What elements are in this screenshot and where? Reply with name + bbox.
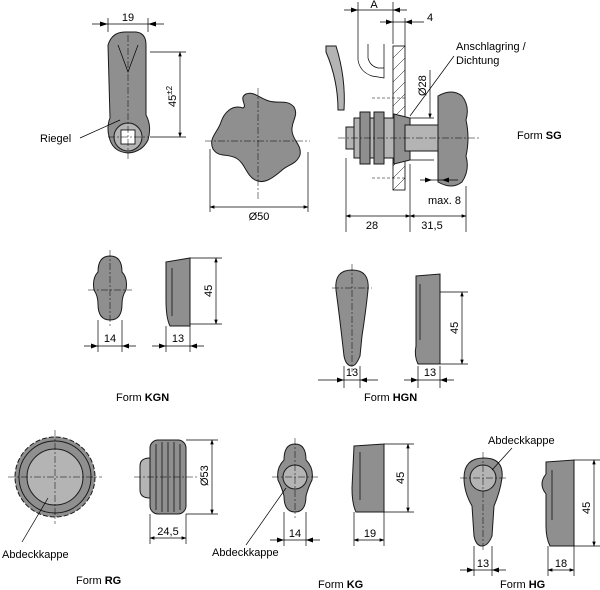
kg-cap-label: Abdeckkappe <box>212 547 279 559</box>
sg-dim-a: A <box>370 0 378 11</box>
form-hgn-caption: Form HGN <box>364 392 417 404</box>
kgn-view: 45 14 13 <box>84 250 222 352</box>
sg-dim-31-5: 31,5 <box>421 220 442 232</box>
form-rg-caption: Form RG <box>76 575 121 587</box>
riegel-height-dim: 45±2 <box>165 85 179 107</box>
hgn-view: 45 13 13 <box>318 264 468 388</box>
kg-view: Abdeckkappe 45 14 19 <box>212 438 414 559</box>
riegel-view: 19 45±2 Riegel <box>40 12 186 160</box>
hg-dim-18: 18 <box>555 558 567 570</box>
form-kgn-caption: Form KGN <box>116 392 169 404</box>
kgn-dim-13: 13 <box>172 333 184 345</box>
sg-section-view: A 4 Ø28 Anschlagring / Dichtung max. 8 2… <box>325 0 527 232</box>
sg-dia-28: Ø28 <box>417 75 429 96</box>
star-diameter-dim: Ø50 <box>249 211 270 223</box>
sg-dim-28: 28 <box>366 220 378 232</box>
sg-max-label: max. 8 <box>428 195 461 207</box>
star-knob-view: Ø50 <box>205 88 310 223</box>
form-kg-caption: Form KG <box>318 579 363 590</box>
rg-view: Abdeckkappe Ø53 24,5 <box>2 430 218 561</box>
form-hg-caption: Form HG <box>500 579 545 590</box>
kg-dim-45: 45 <box>395 472 407 484</box>
kgn-dim-45: 45 <box>203 285 215 297</box>
form-sg-caption: Form SG <box>517 130 562 142</box>
sg-dim-4: 4 <box>427 12 433 24</box>
rg-cap-label: Abdeckkappe <box>2 549 69 561</box>
kgn-dim-14: 14 <box>104 333 116 345</box>
hgn-dim-45: 45 <box>449 322 461 334</box>
riegel-label: Riegel <box>40 133 71 145</box>
rg-dim-24-5: 24,5 <box>157 526 178 538</box>
hgn-dim-13b: 13 <box>424 367 436 379</box>
riegel-width-dim: 19 <box>122 12 134 24</box>
hg-view: Abdeckkappe 45 13 18 <box>460 435 600 576</box>
rg-dia-53: Ø53 <box>199 465 211 486</box>
kg-dim-14: 14 <box>289 528 301 540</box>
hgn-dim-13a: 13 <box>346 367 358 379</box>
hg-dim-45: 45 <box>581 502 593 514</box>
sg-ring-label-2: Dichtung <box>456 55 499 67</box>
kg-dim-19: 19 <box>364 528 376 540</box>
sg-ring-label-1: Anschlagring / <box>456 41 527 53</box>
hg-dim-13: 13 <box>477 558 489 570</box>
hg-cap-label: Abdeckkappe <box>488 435 555 447</box>
